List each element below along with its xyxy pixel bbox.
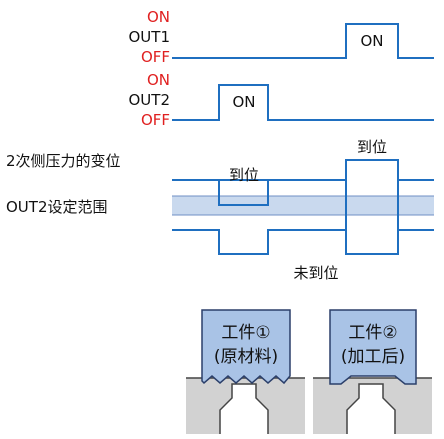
pressure-baseline: [172, 229, 434, 255]
out2-setting-band: [172, 196, 434, 215]
workpiece-2-nozzle: [346, 383, 396, 434]
out1-waveform: [172, 23, 434, 59]
workpiece-2-body: [329, 309, 417, 385]
workpiece-1-body: [201, 309, 291, 385]
workpiece-1-state: (原材料): [214, 347, 278, 367]
out2-on-label: ON: [147, 71, 170, 89]
pressure-waveform: [172, 159, 434, 181]
out1-pulse-label: ON: [360, 32, 383, 50]
workpiece-2: 工件② (加工后): [313, 309, 432, 434]
workpiece-1-name: 工件①: [221, 323, 270, 343]
arrived-low-label: 到位: [229, 166, 259, 184]
workpiece-1-nozzle: [219, 383, 269, 434]
pressure-label: 2次侧压力的变位: [6, 152, 121, 170]
arrived-high-label: 到位: [357, 138, 387, 156]
out1-on-label: ON: [147, 8, 170, 26]
out1-name-label: OUT1: [129, 28, 171, 46]
out2-off-label: OFF: [141, 111, 170, 129]
out2-pulse-label: ON: [232, 93, 255, 111]
out1-off-label: OFF: [141, 48, 170, 66]
pressure-dip-waveform: [218, 180, 269, 206]
band-label: OUT2设定范围: [6, 198, 108, 216]
workpiece-2-name: 工件②: [348, 323, 397, 343]
workpiece-1: 工件① (原材料): [186, 309, 305, 434]
not-arrived-label: 未到位: [293, 264, 338, 282]
out2-waveform: [172, 84, 434, 121]
out2-name-label: OUT2: [129, 91, 171, 109]
workpiece-2-state: (加工后): [341, 347, 405, 367]
